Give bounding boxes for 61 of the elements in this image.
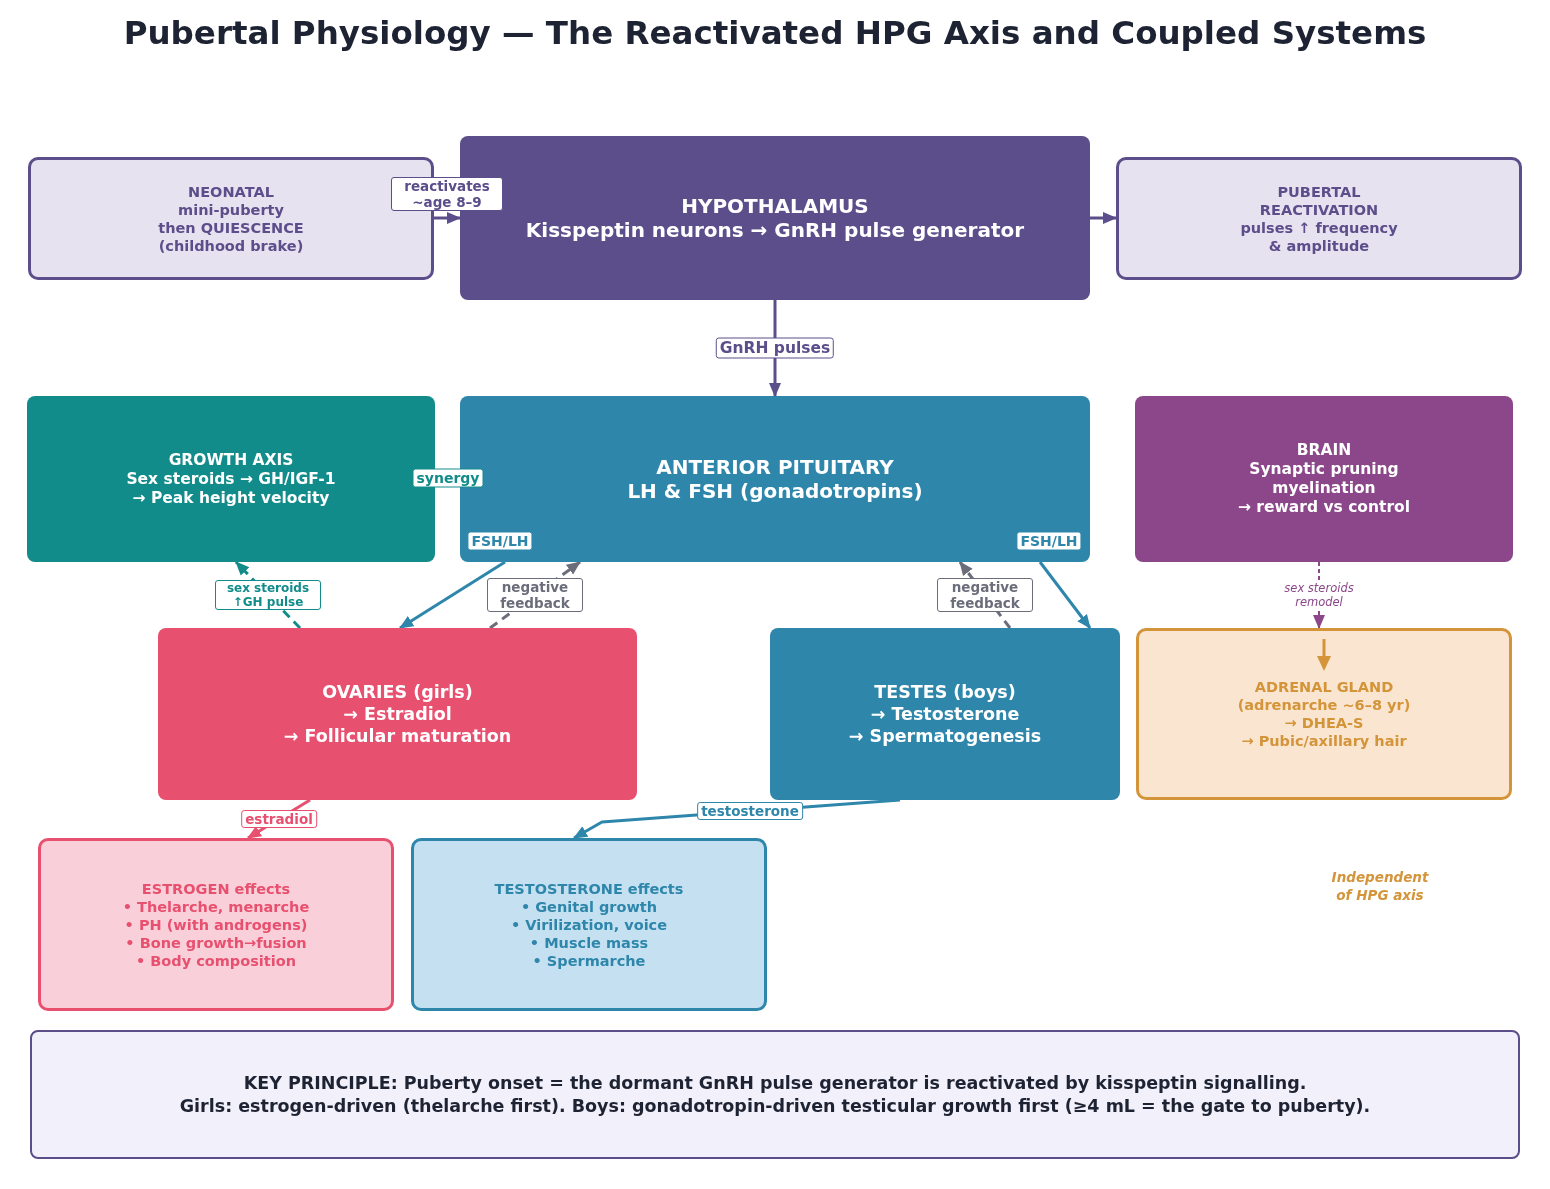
edge-label: testosterone — [697, 802, 803, 820]
box-text: • Spermarche — [532, 951, 646, 970]
edge-label: FSH/LH — [467, 531, 533, 551]
box-text: • Virilization, voice — [510, 915, 668, 934]
box-text: myelination — [1272, 479, 1376, 498]
brain-box — [1135, 396, 1513, 562]
box-text: Kisspeptin neurons → GnRH pulse generator — [525, 218, 1025, 242]
arrow — [1090, 212, 1117, 224]
box-text: • Bone growth→fusion — [125, 933, 307, 952]
box-text: • Genital growth — [520, 897, 658, 916]
edge-label: FSH/LH — [1016, 531, 1082, 551]
box-text: • Thelarche, menarche — [122, 897, 310, 916]
effects-box — [411, 838, 767, 1011]
box-heading: HYPOTHALAMUS — [681, 194, 869, 218]
edge-label: reactivates ~age 8–9 — [391, 177, 503, 211]
arrow — [434, 212, 461, 224]
box-text: → Peak height velocity — [132, 488, 330, 508]
box-text: Synaptic pruning — [1249, 460, 1399, 479]
box-heading: PUBERTAL REACTIVATION — [1258, 182, 1380, 219]
box-text: → reward vs control — [1237, 498, 1411, 517]
edge-label: sex steroids ↑GH pulse — [215, 580, 321, 610]
adrenal-gland-box — [1136, 628, 1512, 800]
diagram-title: Pubertal Physiology — The Reactivated HPG Axis and Coupled Systems — [123, 13, 1427, 53]
box-text: mini-puberty — [178, 200, 284, 219]
ovaries-box — [158, 628, 637, 800]
box-text: → Spermatogenesis — [848, 725, 1042, 747]
box-text: LH & FSH (gonadotropins) — [627, 479, 923, 503]
edge-label: GnRH pulses — [715, 337, 835, 359]
stage-box — [1116, 157, 1522, 280]
box-heading: NEONATAL — [188, 182, 274, 201]
box-text: • Muscle mass — [529, 933, 649, 952]
note-label: Independent of HPG axis — [1330, 868, 1430, 904]
box-text: (adrenarche ~6–8 yr) — [1237, 696, 1411, 714]
box-text: pulses ↑ frequency & amplitude — [1239, 218, 1399, 255]
box-text: Sex steroids → GH/IGF-1 — [126, 469, 336, 489]
box-heading: ESTROGEN effects — [141, 879, 291, 898]
box-text: • Body composition — [136, 951, 296, 970]
box-heading: GROWTH AXIS — [168, 450, 294, 470]
box-text: → Testosterone — [870, 703, 1020, 725]
effects-box — [38, 838, 394, 1011]
key-principle-box — [30, 1030, 1520, 1159]
box-heading: KEY PRINCIPLE: Puberty onset = the dormant GnRH pulse generator is reactivated by kisspeptin signalling. — [243, 1071, 1307, 1095]
box-text: Girls: estrogen-driven (thelarche first). Boys: gonadotropin-driven testicular growth first (≥4 mL = the gate to puberty). — [179, 1094, 1371, 1118]
box-heading: ADRENAL GLAND — [1254, 678, 1394, 696]
edge-label: negative feedback — [487, 578, 583, 612]
testes-box — [770, 628, 1120, 800]
box-text: • PH (with androgens) — [124, 915, 308, 934]
box-heading: TESTOSTERONE effects — [494, 879, 684, 898]
edge-label: negative feedback — [937, 578, 1033, 612]
box-heading: ANTERIOR PITUITARY — [656, 455, 894, 479]
box-text: → Estradiol — [343, 703, 452, 725]
box-text: → Pubic/axillary hair — [1241, 732, 1407, 750]
box-text: → Follicular maturation — [283, 725, 512, 747]
edge-label: estradiol — [241, 810, 317, 828]
note-label: synergy — [412, 468, 484, 488]
arrow — [1038, 561, 1092, 629]
box-text: then QUIESCENCE (childhood brake) — [157, 218, 305, 255]
box-heading: OVARIES (girls) — [322, 681, 473, 703]
box-text: → DHEA-S — [1284, 714, 1364, 732]
box-heading: BRAIN — [1296, 441, 1352, 460]
box-heading: TESTES (boys) — [874, 681, 1016, 703]
